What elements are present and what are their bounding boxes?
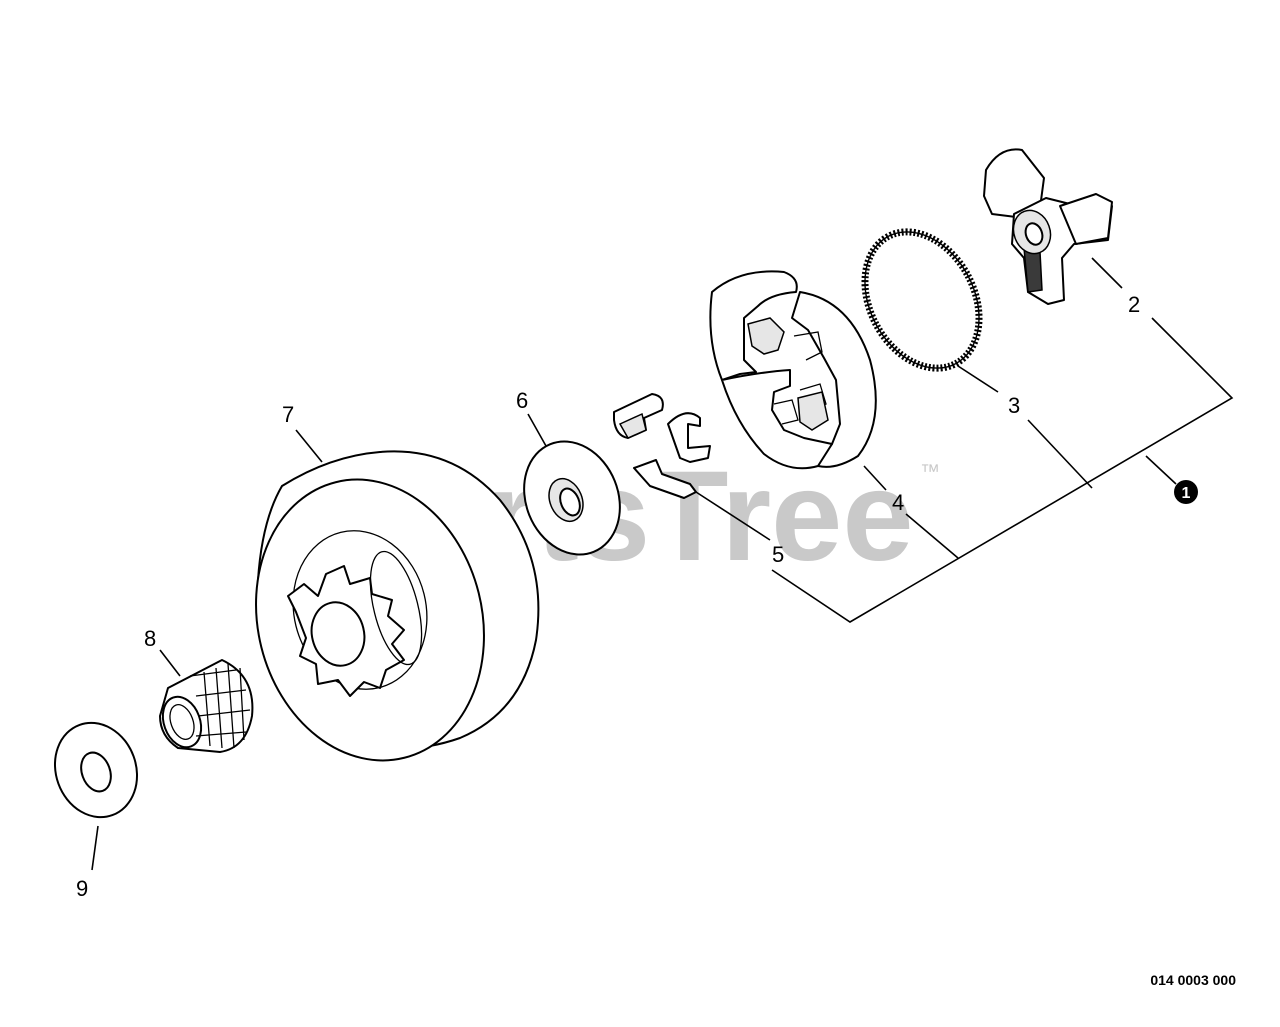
part-6-washer[interactable] [508,427,637,569]
drawing-number: 014 0003 000 [1150,972,1236,988]
watermark-trademark: ™ [920,461,940,483]
part-8-needle-bearing[interactable] [156,659,254,753]
part-5-clutch-clips[interactable] [613,393,711,499]
part-2-clutch-hub[interactable] [983,148,1113,305]
callout-3: 3 [1008,393,1020,418]
assembly-badge-number: 1 [1182,485,1191,502]
callout-9: 9 [76,876,88,901]
part-3-spring[interactable] [842,212,1001,388]
leader-lines [91,257,1234,871]
callout-8: 8 [144,626,156,651]
callout-6: 6 [516,388,528,413]
callout-5: 5 [772,542,784,567]
part-4-clutch-shoes[interactable] [709,270,877,470]
part-7-clutch-drum[interactable] [227,450,540,784]
callout-labels: 2 3 4 5 6 7 8 9 [76,292,1140,901]
assembly-badge: 1 [1174,480,1198,504]
part-9-washer[interactable] [42,711,150,829]
callout-7: 7 [282,402,294,427]
callout-2: 2 [1128,292,1140,317]
callout-4: 4 [892,490,904,515]
